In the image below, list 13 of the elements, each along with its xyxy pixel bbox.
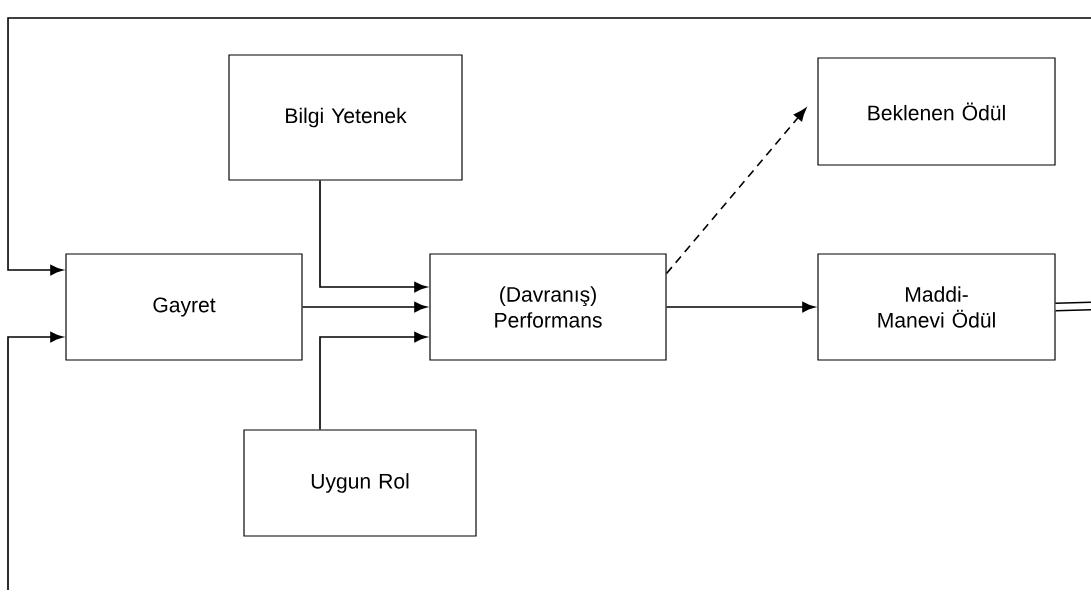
arrow [319,331,427,431]
process-box: Bilgi Yetenek [228,54,463,181]
arrow [301,301,427,313]
process-box: Beklenen Ödül [817,57,1056,166]
process-box: Uygun Rol [243,429,477,537]
process-box: (Davranış) Performans [429,253,667,361]
arrow [319,179,427,293]
arrow [7,331,63,591]
arrow [665,108,807,275]
arrow [665,301,815,313]
process-box: Gayret [65,253,303,361]
process-box: Maddi-Manevi Ödül [817,253,1056,361]
arrow [7,17,1091,276]
